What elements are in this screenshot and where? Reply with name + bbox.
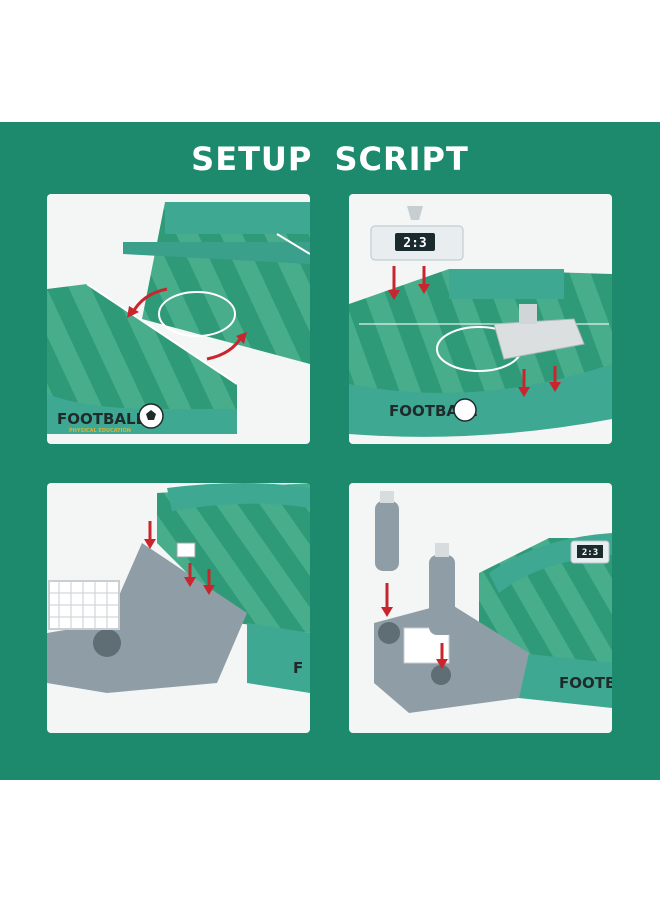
rod-socket	[378, 622, 400, 644]
brand-logo-text: FOOTBALL	[57, 410, 146, 428]
join-field-illustration: FOOTBALL PHYSICAL EDUCATION	[47, 202, 310, 434]
left-field-half	[47, 284, 237, 434]
field-surface	[157, 483, 310, 633]
rod-socket	[93, 629, 121, 657]
back-wall	[167, 483, 310, 511]
handle-rod	[375, 501, 399, 571]
goal-illustration: F	[47, 483, 310, 693]
scoreboard-score: 2:3	[582, 548, 598, 558]
trophy-icon	[407, 206, 423, 220]
step-panel-handles: 2:3 FOOTB	[349, 483, 612, 733]
handles-illustration: 2:3 FOOTB	[374, 491, 612, 713]
brand-tagline: PHYSICAL EDUCATION	[69, 428, 131, 434]
goal-base	[47, 543, 247, 693]
rod-socket	[431, 665, 451, 685]
field-surface	[349, 269, 612, 394]
handle-rod	[429, 555, 455, 635]
soccer-ball-icon	[453, 398, 477, 422]
back-wall	[165, 202, 310, 234]
back-wall	[449, 269, 564, 299]
front-wall	[349, 364, 612, 437]
scoreboard-score: 2:3	[403, 236, 426, 251]
brand-logo-text-partial: F	[293, 659, 303, 677]
brand-logo-text-partial: FOOTB	[559, 674, 612, 692]
step-panel-goal: F	[47, 483, 310, 733]
step-panel-join-field: FOOTBALL PHYSICAL EDUCATION	[47, 194, 310, 444]
goal-frame	[493, 318, 585, 360]
step-panel-scoreboard: 2:3 FOOTBALL	[349, 194, 612, 444]
scoreboard-illustration: 2:3 FOOTBALL	[349, 206, 612, 437]
front-wall	[519, 653, 612, 708]
page-title: SETUP SCRIPT	[191, 140, 469, 178]
